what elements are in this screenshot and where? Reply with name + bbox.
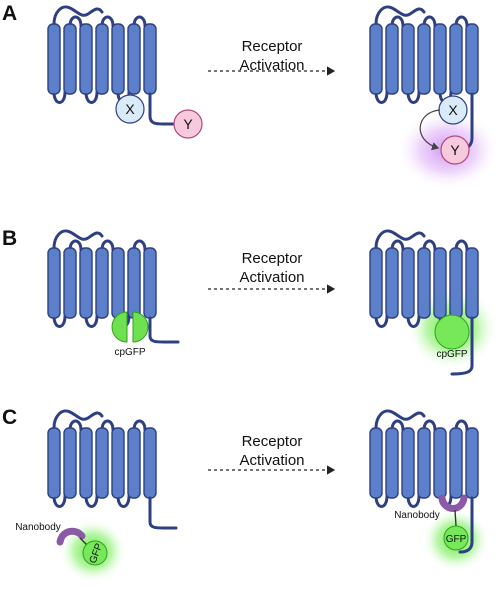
panel-b: B cpGFP Receptor Activation cpGFP [2,227,498,376]
svg-text:Y: Y [450,142,460,158]
receptor-inactive [46,229,180,344]
interaction-curve-arrow [419,109,441,151]
nanobody: Nanobody [394,494,468,527]
panel-a: A X Y Receptor Activation [2,2,498,190]
activation-arrow: Receptor Activation [208,433,336,475]
svg-text:Activation: Activation [239,452,304,469]
svg-text:Activation: Activation [239,57,304,74]
svg-text:Y: Y [183,116,193,132]
svg-text:Receptor: Receptor [242,38,303,55]
svg-text:X: X [125,101,135,117]
svg-text:Receptor: Receptor [242,250,303,267]
receptor-inactive [46,5,176,126]
svg-text:cpGFP: cpGFP [436,349,467,360]
x-node: X [115,94,145,124]
cpgfp-sensor-bright: cpGFP [434,314,470,360]
receptor-active [368,409,480,554]
svg-text:Nanobody: Nanobody [15,522,61,533]
panel-c: C Nanobody GFP Receptor Activation [2,406,490,583]
svg-text:X: X [448,102,458,118]
y-node-active: Y [440,135,470,165]
receptor-inactive [46,409,178,530]
svg-text:Receptor: Receptor [242,433,303,450]
svg-text:GFP: GFP [446,534,467,545]
panel-letter: C [2,406,17,429]
panel-letter: A [2,2,17,25]
svg-text:Activation: Activation [239,269,304,286]
activation-arrow: Receptor Activation [208,38,336,76]
gfp-node: GFP [443,525,469,551]
y-node: Y [173,109,203,139]
x-node-active: X [438,95,468,125]
svg-text:Nanobody: Nanobody [394,510,440,521]
receptor-active [368,229,480,376]
gfp-node: GFP [82,540,108,566]
activation-arrow: Receptor Activation [208,250,336,294]
cpgfp-sensor-split: cpGFP [111,311,149,358]
panel-letter: B [2,227,17,250]
svg-text:cpGFP: cpGFP [114,347,145,358]
